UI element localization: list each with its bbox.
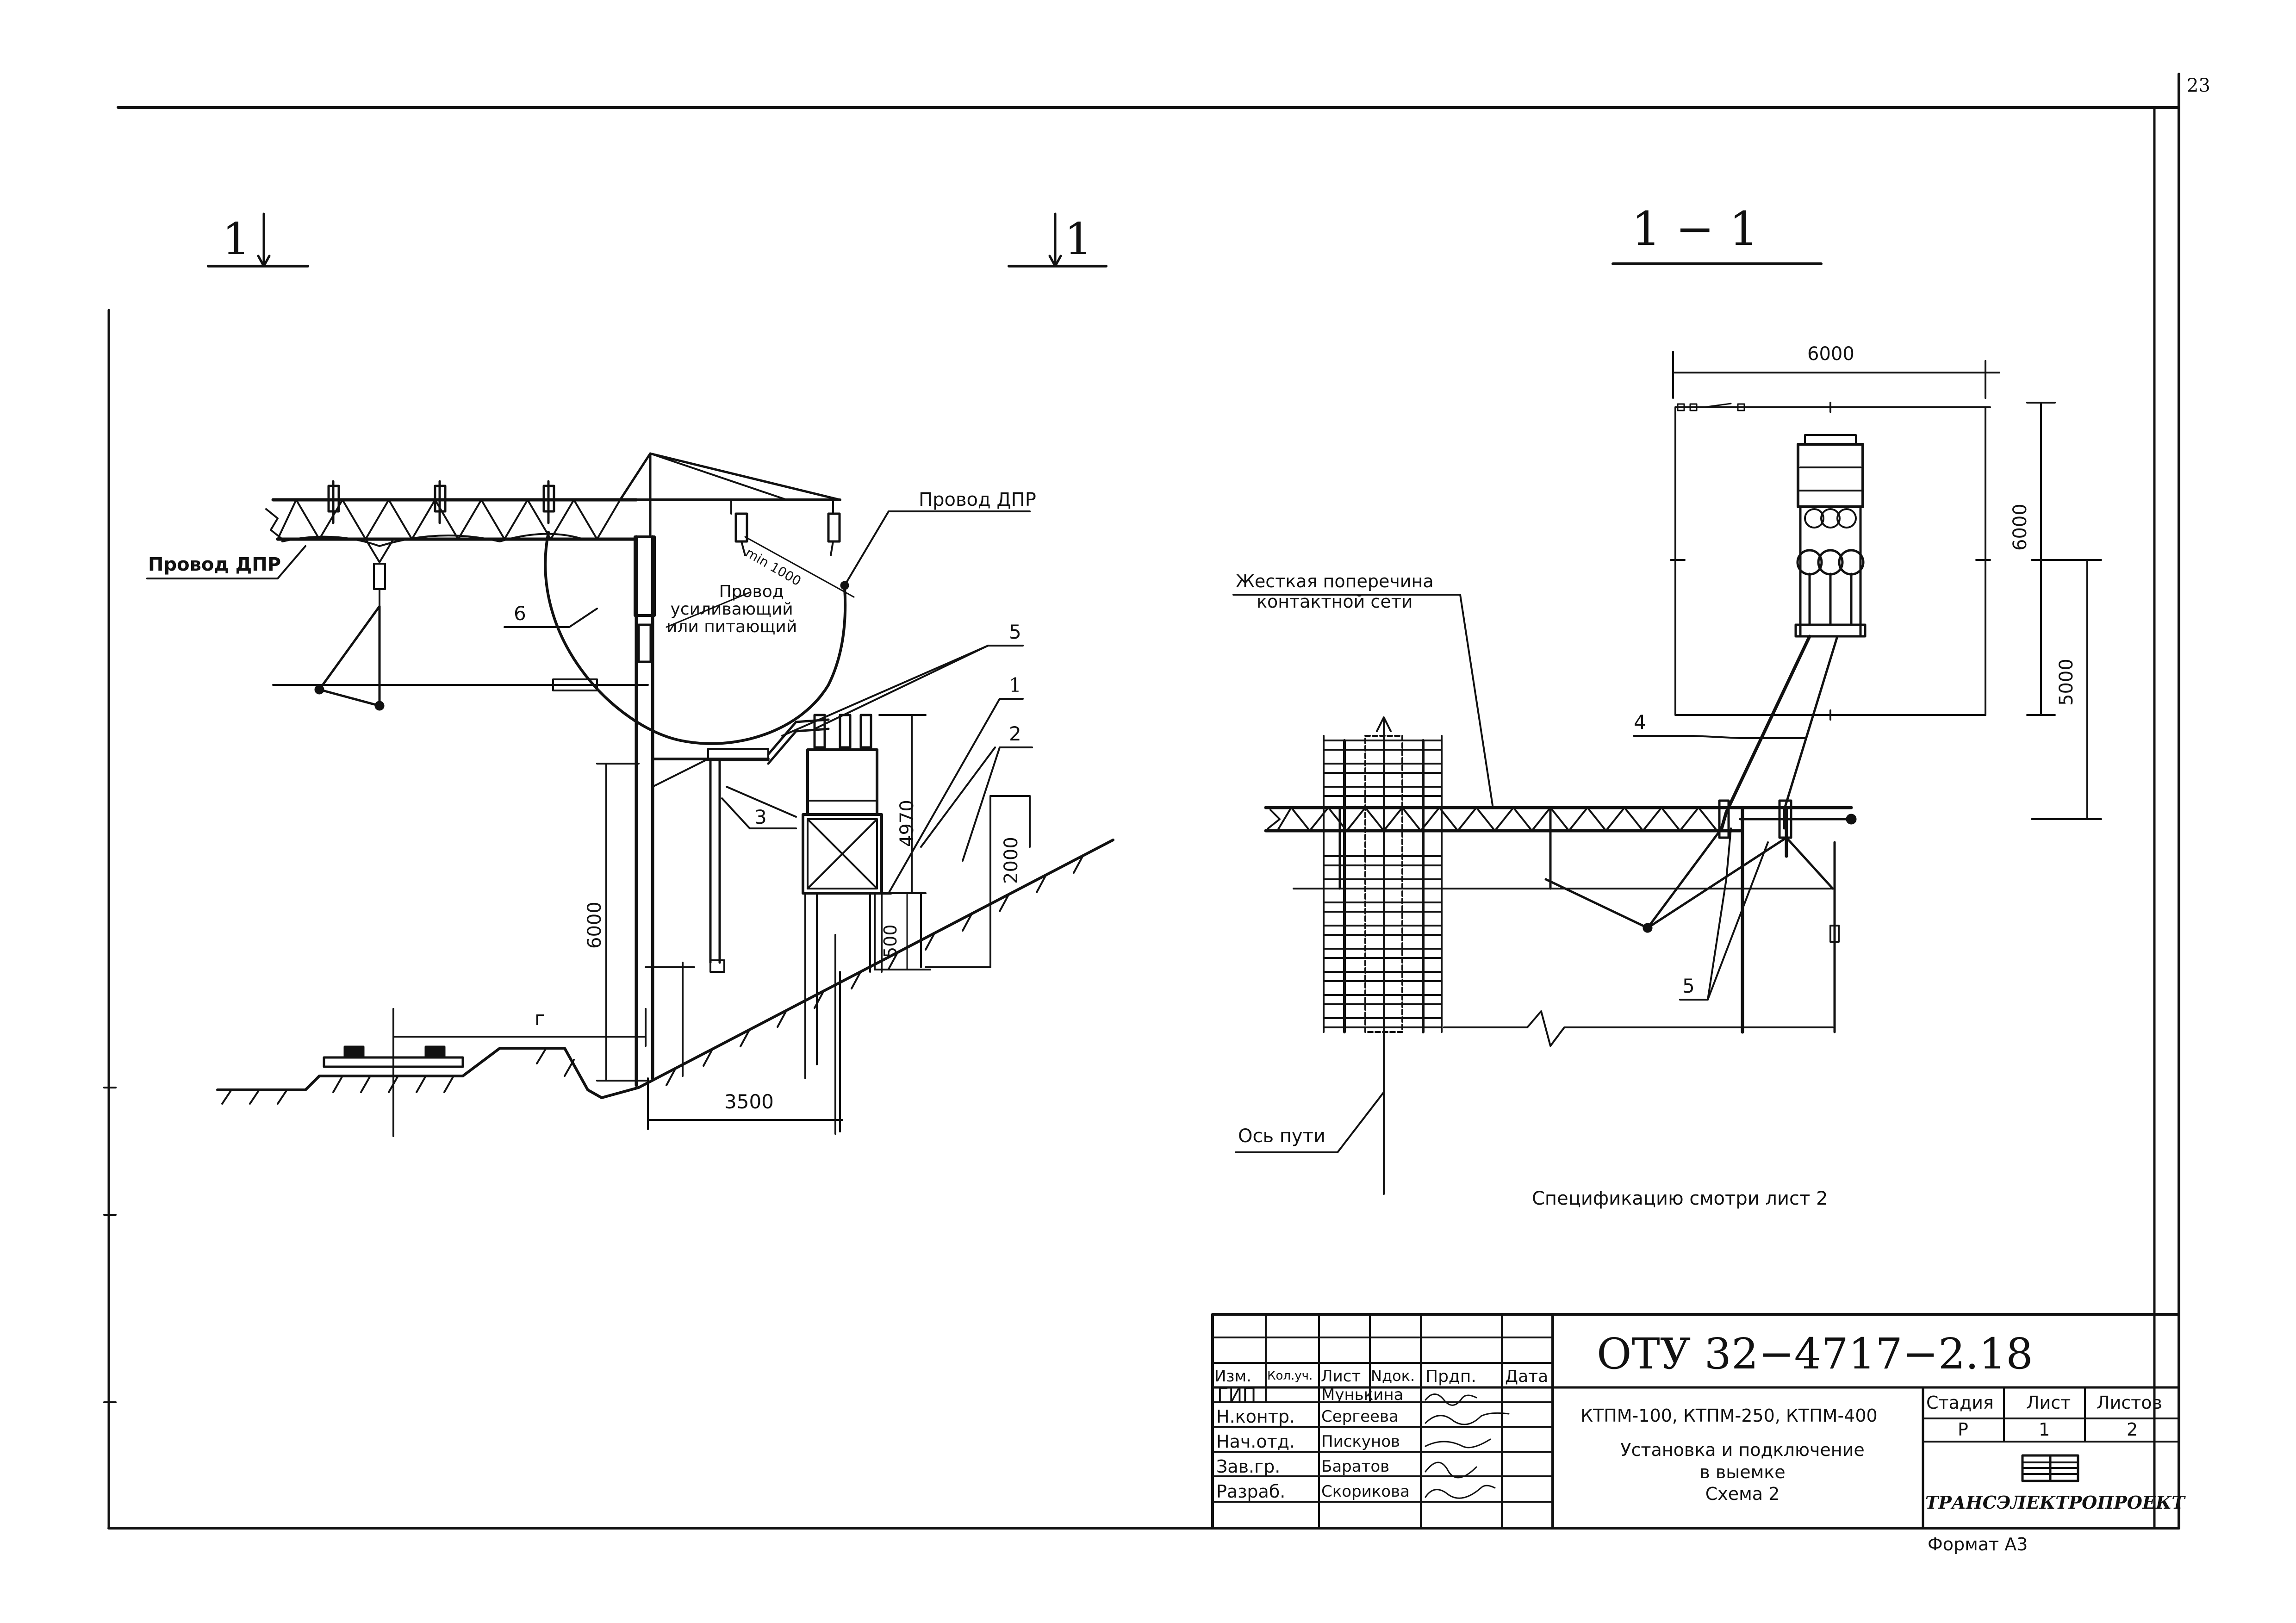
label-wire-feeder-line2: усиливающий (670, 599, 793, 619)
section-marker-left: 1 (222, 214, 250, 265)
title-block-grid (1211, 1313, 2180, 1530)
stage-value: Р (1958, 1419, 1968, 1440)
name-zav-gr: Баратов (1321, 1457, 1390, 1476)
item-5: 5 (1009, 621, 1021, 643)
label-rigid-crossbar: Жесткая поперечина контактной сети (1236, 571, 1434, 612)
label-wire-feeder-line1: Провод (719, 582, 784, 601)
header-izm: Изм. (1214, 1367, 1251, 1386)
dim-5000-side: 5000 (2056, 659, 2077, 706)
item-4: 4 (1634, 711, 1646, 734)
spec-note: Спецификацию смотри лист 2 (1532, 1188, 1828, 1209)
dim-6000-top: 6000 (1807, 343, 1854, 365)
label-rigid-crossbar-line2: контактной сети (1257, 591, 1413, 612)
sheet-frame (103, 73, 2180, 1530)
role-nach-otd: Нач.отд. (1216, 1431, 1295, 1452)
signature-marks (1425, 1393, 1510, 1499)
dim-4970: 4970 (896, 800, 918, 847)
header-kol-uch: Кол.уч. (1267, 1369, 1313, 1383)
sheets-value: 2 (2127, 1419, 2138, 1440)
header-date: Дата (1505, 1367, 1549, 1386)
item-1: 1 (1009, 674, 1021, 696)
product-list: КТПМ-100, КТПМ-250, КТПМ-400 (1580, 1405, 1878, 1426)
role-n-kontr: Н.контр. (1216, 1406, 1295, 1427)
item-2: 2 (1009, 722, 1021, 745)
section-1-1-view (1232, 262, 2102, 1195)
role-gip: ГИП (1217, 1385, 1257, 1406)
header-list: Лист (1321, 1367, 1361, 1386)
name-razrab: Скорикова (1321, 1482, 1410, 1501)
sheets-label: Листов (2097, 1393, 2162, 1413)
company-name: ТРАНСЭЛЕКТРОПРОЕКТ (1925, 1492, 2185, 1513)
section-title: 1 − 1 (1631, 202, 1759, 256)
name-gip: Мунькина (1321, 1386, 1404, 1404)
item-3: 3 (754, 806, 767, 828)
name-nach-otd: Пискунов (1321, 1432, 1400, 1451)
sheet-label: Лист (2026, 1393, 2071, 1413)
sheet-format: Формат А3 (1928, 1534, 2028, 1555)
dim-6000-left: 6000 (584, 902, 605, 949)
label-rigid-crossbar-line1: Жесткая поперечина (1236, 571, 1434, 591)
description: Установка и подключение в выемке Схема 2 (1599, 1439, 1886, 1505)
dim-6000-side: 6000 (2010, 504, 2031, 551)
dim-2000: 2000 (1001, 837, 1022, 884)
dim-500: 500 (880, 924, 901, 958)
left-elevation-view (146, 212, 1114, 1137)
label-track-axis: Ось пути (1238, 1126, 1325, 1147)
dim-r: г (535, 1007, 545, 1030)
role-razrab: Разраб. (1216, 1481, 1286, 1502)
description-line1: Установка и подключение (1620, 1440, 1865, 1460)
role-zav-gr: Зав.гр. (1216, 1456, 1281, 1477)
name-n-kontr: Сергеева (1321, 1407, 1399, 1426)
page-number: 23 (2187, 75, 2210, 96)
header-podp: Прдп. (1425, 1367, 1476, 1386)
section-marker-right: 1 (1064, 214, 1093, 265)
label-wire-dpr-right: Провод ДПР (919, 489, 1036, 510)
document-designation: ОТУ 32−4717−2.18 (1597, 1329, 2033, 1379)
label-wire-dpr-left: Провод ДПР (148, 554, 281, 575)
dim-3500: 3500 (724, 1090, 774, 1113)
item-5-section: 5 (1682, 975, 1695, 997)
label-wire-feeder: Провод усиливающий или питающий (666, 583, 797, 635)
item-6: 6 (514, 602, 526, 625)
label-wire-feeder-line3: или питающий (666, 617, 797, 636)
sheet-value: 1 (2039, 1419, 2050, 1440)
description-line3: Схема 2 (1705, 1484, 1780, 1504)
stage-label: Стадия (1926, 1393, 1994, 1413)
header-ndok: Nдок. (1371, 1367, 1415, 1385)
description-line2: в выемке (1699, 1461, 1786, 1482)
